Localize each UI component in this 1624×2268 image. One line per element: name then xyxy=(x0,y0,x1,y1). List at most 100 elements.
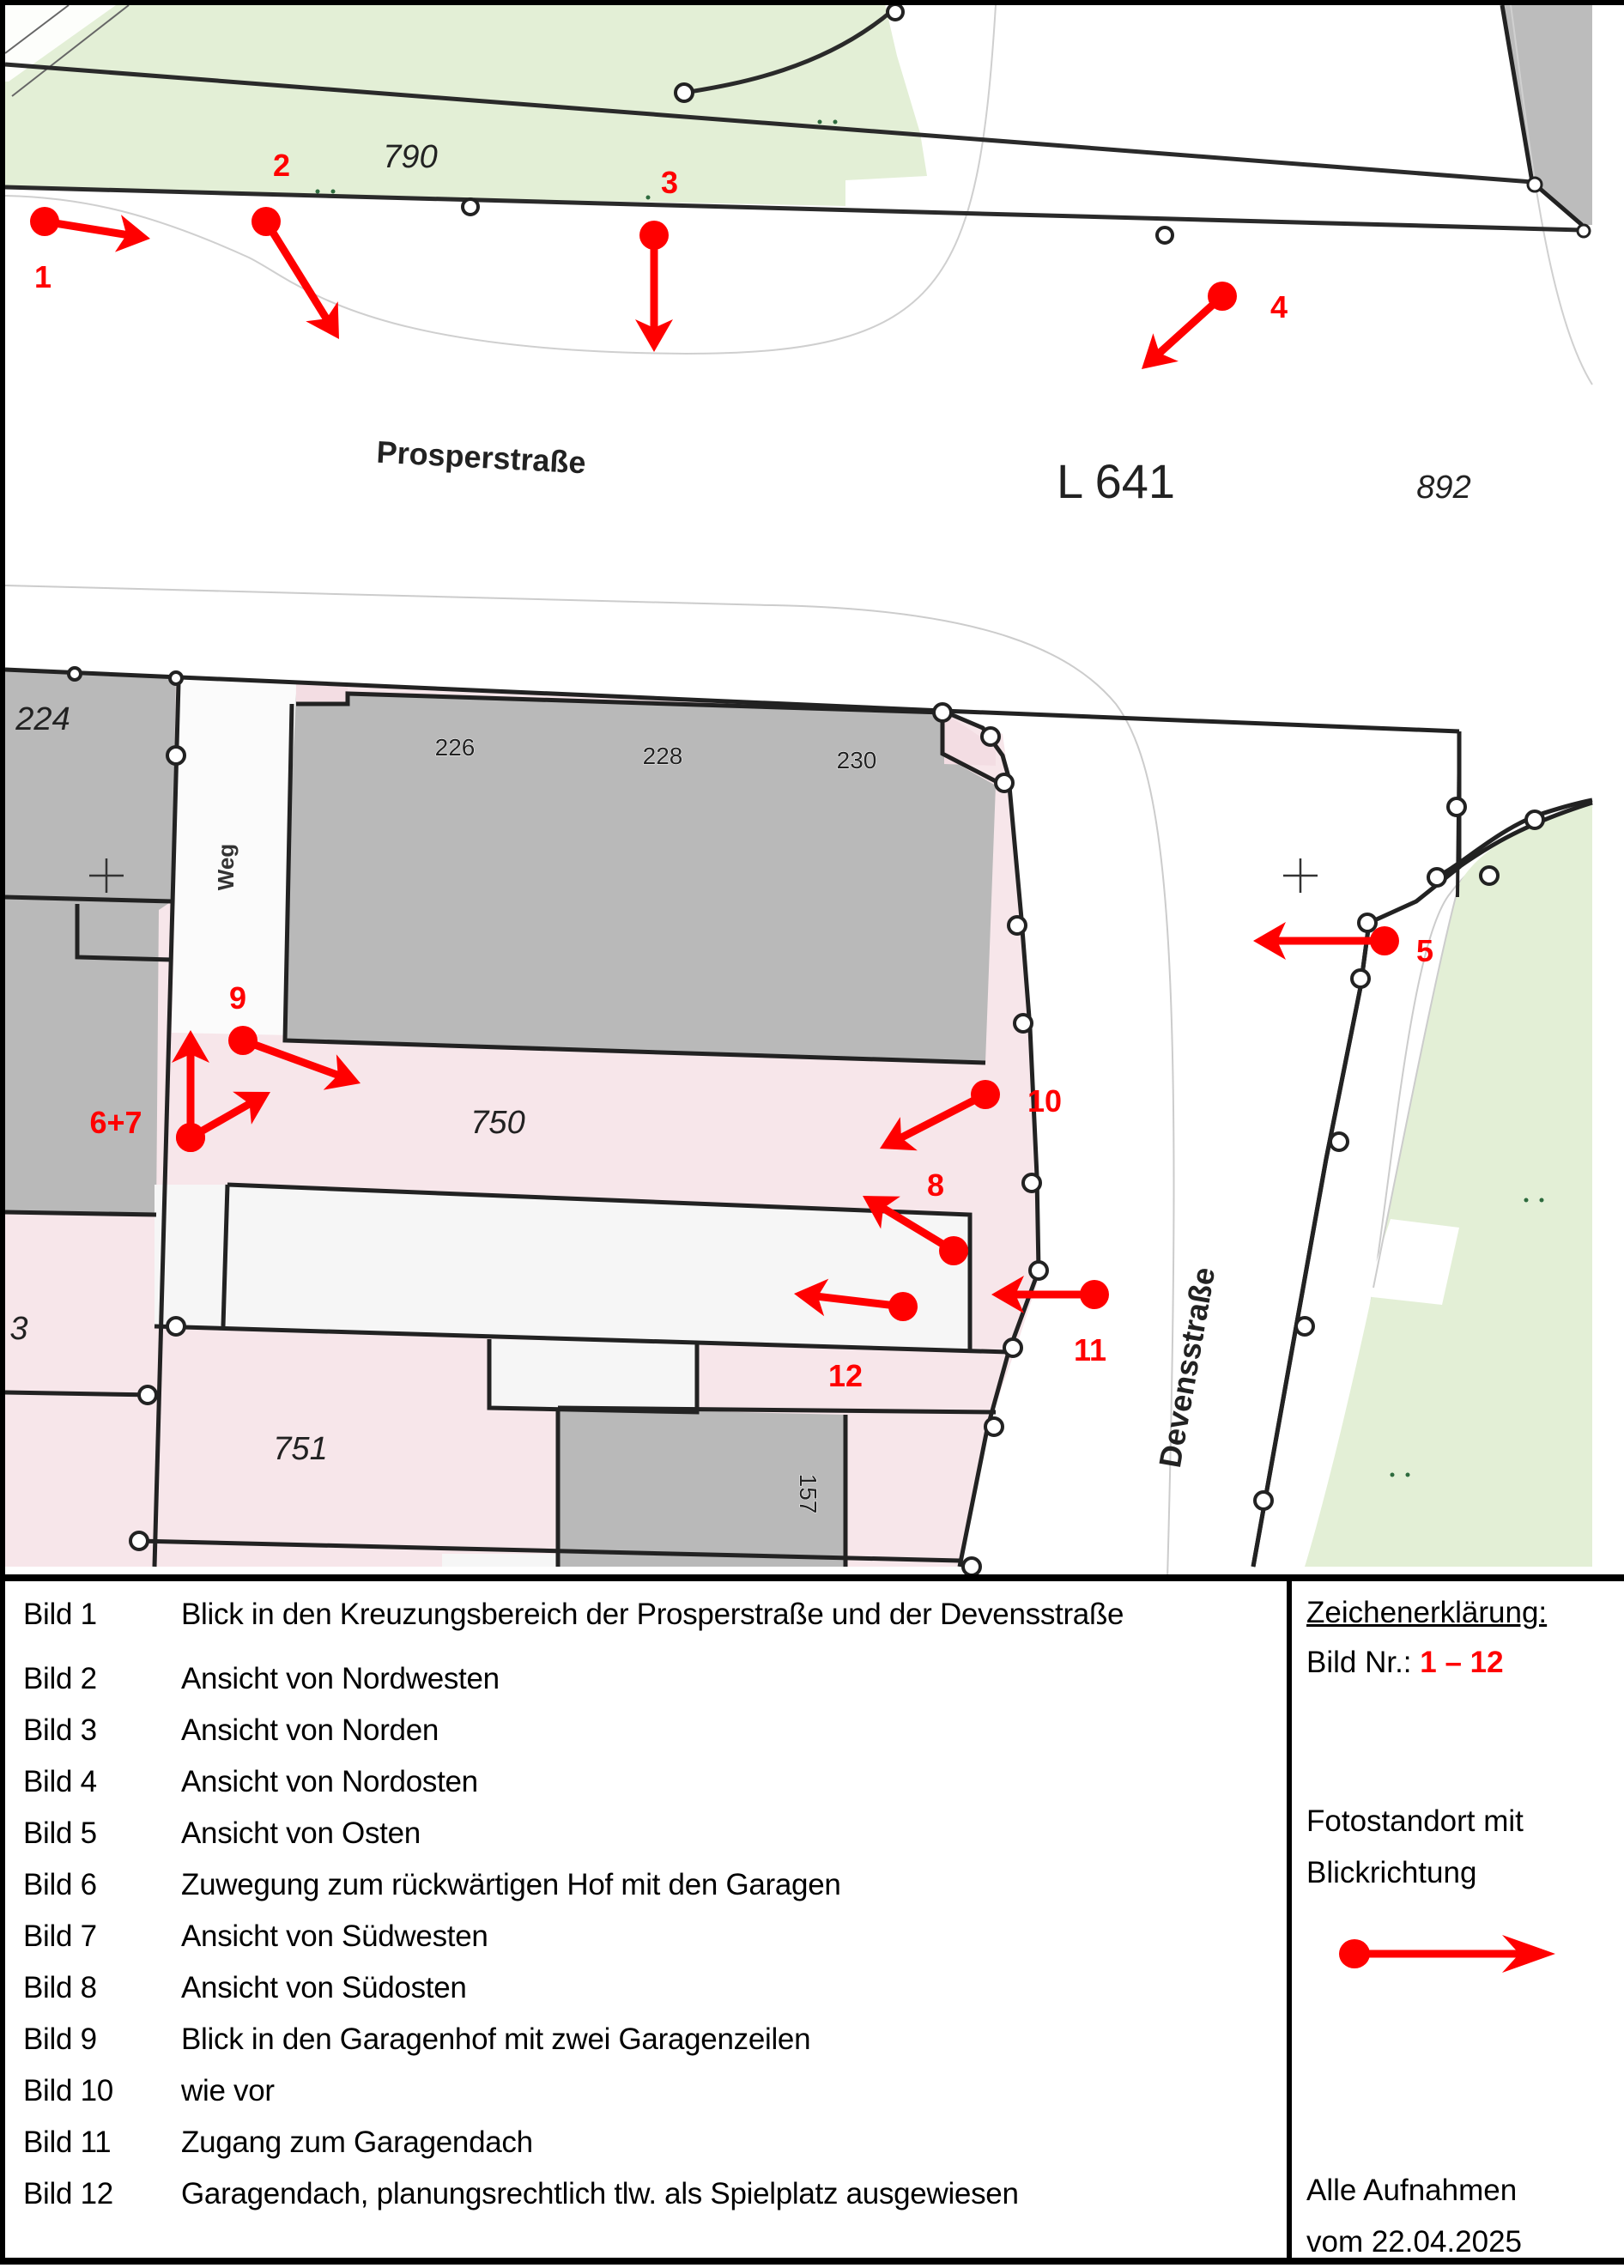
parcel-area-south xyxy=(5,670,1039,1567)
legend-item-9: Bild 9 Blick in den Garagenhof mit zwei … xyxy=(23,2020,1276,2059)
legend-item-1: Bild 1 Blick in den Kreuzungsbereich der… xyxy=(23,1595,1276,1634)
photo-number-label: 8 xyxy=(927,1167,944,1203)
tree-dots xyxy=(315,119,1544,1477)
key-title: Zeichenerklärung: xyxy=(1306,1596,1548,1629)
legend-item-7: Bild 7 Ansicht von Südwesten xyxy=(23,1917,1276,1956)
green-area-north xyxy=(4,0,927,206)
house-number: 226 xyxy=(435,734,476,761)
path-label: Weg xyxy=(213,844,239,890)
legend-item-number: Bild 10 xyxy=(23,2074,113,2107)
legend-item-12: Bild 12 Garagendach, planungsrechtlich t… xyxy=(23,2174,1276,2213)
key-date: Alle Aufnahmen vom 22.04.2025 xyxy=(1306,2165,1522,2268)
parcel-number: 750 xyxy=(470,1105,524,1141)
key-image-numbers-range: 1 – 12 xyxy=(1420,1646,1504,1679)
legend-item-3: Bild 3 Ansicht von Norden xyxy=(23,1711,1276,1750)
key-image-numbers: Bild Nr.: 1 – 12 xyxy=(1306,1641,1615,1684)
legend-top-border xyxy=(0,1574,1624,1581)
house-number: 230 xyxy=(837,747,877,773)
legend-item-description: Ansicht von Südwesten xyxy=(181,1919,488,1953)
building-northeast xyxy=(1502,5,1592,225)
legend-item-2: Bild 2 Ansicht von Nordwesten xyxy=(23,1659,1276,1698)
photo-number-label: 10 xyxy=(1027,1083,1062,1119)
building-226-230 xyxy=(283,694,996,1063)
legend-item-description: Ansicht von Südosten xyxy=(181,1971,467,2004)
parcel-number: 3 xyxy=(9,1311,27,1347)
photo-location-marker: 11 xyxy=(991,1276,1109,1367)
legend-item-number: Bild 9 xyxy=(23,2022,97,2056)
photo-number-label: 12 xyxy=(828,1358,863,1393)
legend-item-description: Garagendach, planungsrechtlich tlw. als … xyxy=(181,2177,1019,2210)
parcel-number: 790 xyxy=(383,139,437,175)
legend-item-description: Ansicht von Osten xyxy=(181,1816,421,1850)
photo-location-marker: 2 xyxy=(251,148,339,339)
key-symbol-line-1: Fotostandort mit xyxy=(1306,1804,1524,1838)
key-date-line-2: vom 22.04.2025 xyxy=(1306,2225,1523,2259)
photo-location-marker: 9 xyxy=(228,980,361,1090)
legend-item-description: Zuwegung zum rückwärtigen Hof mit den Ga… xyxy=(181,1868,841,1901)
photo-location-marker: 4 xyxy=(1142,282,1288,369)
legend-item-number: Bild 12 xyxy=(23,2177,113,2210)
legend-item-number: Bild 4 xyxy=(23,1765,97,1798)
house-number: 228 xyxy=(643,743,683,769)
survey-cross-icon xyxy=(89,858,1318,893)
photo-location-marker: 10 xyxy=(880,1080,1062,1151)
legend-item-number: Bild 6 xyxy=(23,1868,97,1901)
photo-number-label: 6+7 xyxy=(89,1105,142,1140)
legend-item-8: Bild 8 Ansicht von Südosten xyxy=(23,1968,1276,2007)
photo-number-label: 1 xyxy=(34,259,52,294)
legend-item-description: Ansicht von Nordosten xyxy=(181,1765,478,1798)
legend-bottom-border xyxy=(0,2258,1624,2265)
parcel-number: 892 xyxy=(1416,470,1470,506)
photo-location-marker: 5 xyxy=(1253,922,1433,968)
photo-location-marker: 3 xyxy=(635,165,678,352)
legend-item-number: Bild 8 xyxy=(23,1971,97,2004)
legend-item-number: Bild 11 xyxy=(23,2125,112,2159)
house-number: 157 xyxy=(795,1474,821,1514)
photo-location-marker xyxy=(176,1091,270,1152)
legend-item-6: Bild 6 Zuwegung zum rückwärtigen Hof mit… xyxy=(23,1865,1276,1904)
legend-item-description: Blick in den Garagenhof mit zwei Garagen… xyxy=(181,2022,811,2056)
photo-legend-list: Bild 1 Blick in den Kreuzungsbereich der… xyxy=(23,1595,1276,2226)
green-area-east xyxy=(1305,803,1592,1567)
legend-item-description: Zugang zum Garagendach xyxy=(181,2125,533,2159)
building-157 xyxy=(558,1408,845,1567)
legend-item-number: Bild 1 xyxy=(23,1598,97,1631)
parcel-number: 751 xyxy=(273,1431,327,1467)
key-image-numbers-label: Bild Nr.: xyxy=(1306,1646,1412,1679)
garage-row xyxy=(227,1185,970,1352)
legend-item-description: Blick in den Kreuzungsbereich der Prospe… xyxy=(181,1598,1124,1631)
key-symbol-description: Fotostandort mit Blickrichtung xyxy=(1306,1796,1524,1899)
photo-number-label: 9 xyxy=(229,980,246,1016)
photo-number-label: 3 xyxy=(661,165,678,200)
photo-location-marker: 12 xyxy=(794,1278,918,1393)
parcel-number: 224 xyxy=(15,701,70,737)
photo-number-label: 2 xyxy=(273,148,290,183)
frame-left-border xyxy=(0,0,5,2265)
legend-item-11: Bild 11 Zugang zum Garagendach xyxy=(23,2123,1276,2162)
legend-item-number: Bild 2 xyxy=(23,1662,97,1695)
legend-item-number: Bild 5 xyxy=(23,1816,97,1850)
photo-number-label: 11 xyxy=(1074,1332,1106,1367)
photo-location-marker: 8 xyxy=(863,1167,968,1265)
photo-location-marker: 1 xyxy=(30,207,150,294)
legend-item-description: wie vor xyxy=(181,2074,275,2107)
street-label: L 641 xyxy=(1057,454,1175,508)
key-symbol-line-2: Blickrichtung xyxy=(1306,1856,1477,1889)
legend-item-description: Ansicht von Norden xyxy=(181,1713,439,1747)
parcel-boundaries-north xyxy=(4,9,1583,233)
legend-item-number: Bild 3 xyxy=(23,1713,97,1747)
legend-item-number: Bild 7 xyxy=(23,1919,97,1953)
key-date-line-1: Alle Aufnahmen xyxy=(1306,2174,1518,2207)
frame-top-border xyxy=(0,0,1624,5)
photo-number-label: 5 xyxy=(1416,933,1433,968)
photo-location-arrow-icon xyxy=(1339,1935,1555,1973)
legend-item-10: Bild 10 wie vor xyxy=(23,2071,1276,2110)
legend-item-4: Bild 4 Ansicht von Nordosten xyxy=(23,1762,1276,1801)
map-key: Zeichenerklärung: Bild Nr.: 1 – 12 Fotos… xyxy=(1306,1592,1615,2259)
legend-divider xyxy=(1287,1580,1292,2259)
legend-item-description: Ansicht von Nordwesten xyxy=(181,1662,500,1695)
vertex-markers xyxy=(67,666,1545,1577)
legend-item-5: Bild 5 Ansicht von Osten xyxy=(23,1814,1276,1853)
